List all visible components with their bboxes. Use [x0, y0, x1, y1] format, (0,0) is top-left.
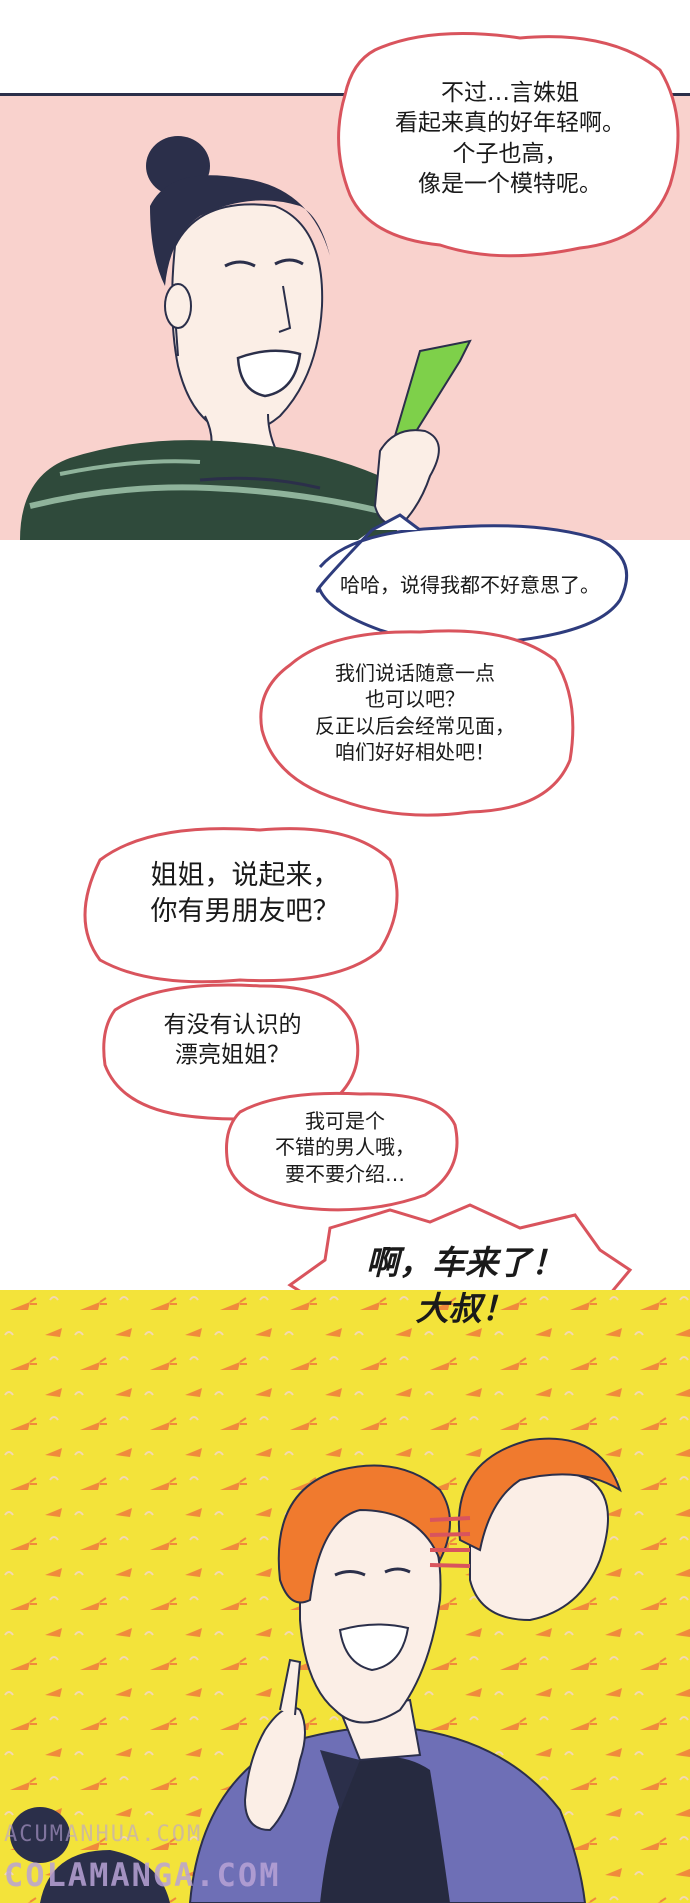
panel-young-man — [0, 1290, 690, 1903]
bubble-text-7: 啊，车来了！ 大叔！ — [366, 1243, 564, 1329]
speech-bubble-4 — [83, 827, 399, 984]
watermark-line-1: ACUMANHUA.COM — [4, 1822, 203, 1847]
speech-bubble-2 — [315, 524, 629, 645]
carrot-pattern-and-man — [0, 1290, 690, 1903]
bubble-text-2: 哈哈，说得我都不好意思了。 — [340, 573, 600, 597]
bubble-text-4: 姐姐，说起来， 你有男朋友吧？ — [150, 860, 340, 927]
bubble-text-6: 我可是个 不错的男人哦， 要不要介绍… — [275, 1109, 415, 1186]
speech-bubble-3 — [259, 629, 575, 817]
bubble-text-1: 不过…言姝姐 看起来真的好年轻啊。 个子也高， 像是一个模特呢。 — [395, 80, 625, 198]
bubble-text-5: 有没有认识的 漂亮姐姐？ — [163, 1012, 302, 1069]
watermark-line-2: COLAMANGA.COM — [4, 1856, 281, 1894]
speech-bubble-1 — [337, 32, 680, 258]
bubble-text-3: 我们说话随意一点 也可以吧？ 反正以后会经常见面， 咱们好好相处吧！ — [315, 661, 515, 765]
woman-illustration — [20, 136, 472, 540]
speech-bubble-6 — [225, 1091, 459, 1212]
